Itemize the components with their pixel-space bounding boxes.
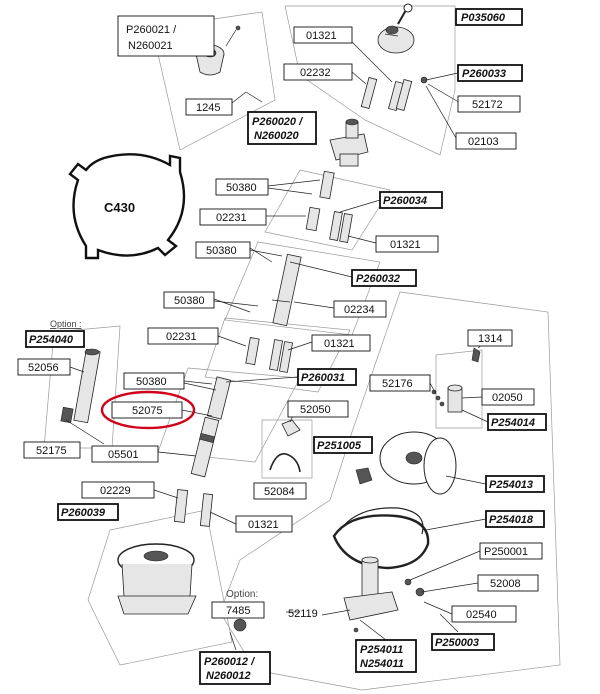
label-52175: 52175 (36, 445, 67, 457)
label-7485: 7485 (226, 605, 250, 617)
label-p260012: P260012 / (204, 656, 256, 668)
label-p250003: P250003 (435, 637, 479, 649)
label-02231-a: 02231 (216, 212, 247, 224)
c430-tube-profile: C430 (68, 153, 186, 260)
label-p254018: P254018 (489, 514, 534, 526)
label-50380-c: 50380 (174, 295, 205, 307)
option-label-top: Option : (50, 319, 82, 329)
label-01321-b: 01321 (390, 239, 421, 251)
spool-p254014 (431, 384, 463, 413)
label-52050: 52050 (300, 404, 331, 416)
label-52172: 52172 (472, 99, 503, 111)
label-n260012: N260012 (206, 670, 251, 682)
label-p251005: P251005 (317, 440, 362, 452)
label-50380-d: 50380 (136, 376, 167, 388)
label-p254014: P254014 (491, 417, 535, 429)
label-05501: 05501 (108, 449, 139, 461)
swivel-frame-p254018 (332, 507, 430, 633)
label-p254040: P254040 (29, 334, 74, 346)
part-labels: P260021 / N260021 01321 P035060 02232 P2… (17, 8, 547, 685)
bracket-p251005 (269, 419, 301, 473)
label-p260031: P260031 (301, 372, 345, 384)
label-n254011: N254011 (360, 658, 404, 670)
label-p260032: P260032 (356, 273, 400, 285)
label-p250001: P250001 (484, 546, 528, 558)
base-reel-p260012 (117, 543, 247, 632)
option-tube-p254040 (60, 348, 101, 424)
highlight-ring-52075 (100, 390, 196, 430)
tube-p260031 (190, 376, 232, 478)
label-p260021: P260021 / (126, 24, 177, 36)
label-01321-top: 01321 (306, 30, 337, 42)
label-02232: 02232 (300, 67, 331, 79)
label-01321-c: 01321 (324, 338, 355, 350)
c430-label: C430 (104, 200, 135, 215)
label-02229: 02229 (100, 485, 131, 497)
label-p260020: P260020 / (252, 116, 304, 128)
label-n260021: N260021 (128, 40, 173, 52)
label-n260020: N260020 (254, 130, 300, 142)
label-50380-a: 50380 (226, 182, 257, 194)
label-52075: 52075 (132, 405, 163, 417)
label-1314: 1314 (478, 333, 502, 345)
label-p254011: P254011 (360, 644, 403, 656)
part-drawings (60, 3, 481, 633)
label-p254013: P254013 (489, 479, 533, 491)
option-label-bottom: Option: (226, 589, 258, 600)
label-52056: 52056 (28, 362, 59, 374)
label-02234: 02234 (344, 304, 375, 316)
label-p260039: P260039 (61, 507, 106, 519)
label-52119: 52119 (288, 608, 318, 620)
label-50380-b: 50380 (206, 245, 237, 257)
label-02103: 02103 (468, 136, 499, 148)
swivel-head-p260020 (329, 118, 369, 167)
rods-top (360, 76, 428, 112)
drum-p254013 (379, 431, 457, 495)
label-02540: 02540 (466, 609, 497, 621)
label-p035060: P035060 (461, 12, 506, 24)
label-52008: 52008 (490, 578, 521, 590)
label-02231-b: 02231 (166, 331, 197, 343)
label-52084: 52084 (264, 486, 295, 498)
long-tube-p260032 (271, 253, 302, 327)
label-02050: 02050 (492, 392, 523, 404)
label-01321-d: 01321 (248, 519, 279, 531)
label-1245: 1245 (196, 102, 220, 114)
label-p260033: P260033 (462, 68, 506, 80)
label-p260034: P260034 (383, 195, 427, 207)
winding-handle-p035060 (377, 3, 415, 54)
label-52176: 52176 (382, 378, 413, 390)
